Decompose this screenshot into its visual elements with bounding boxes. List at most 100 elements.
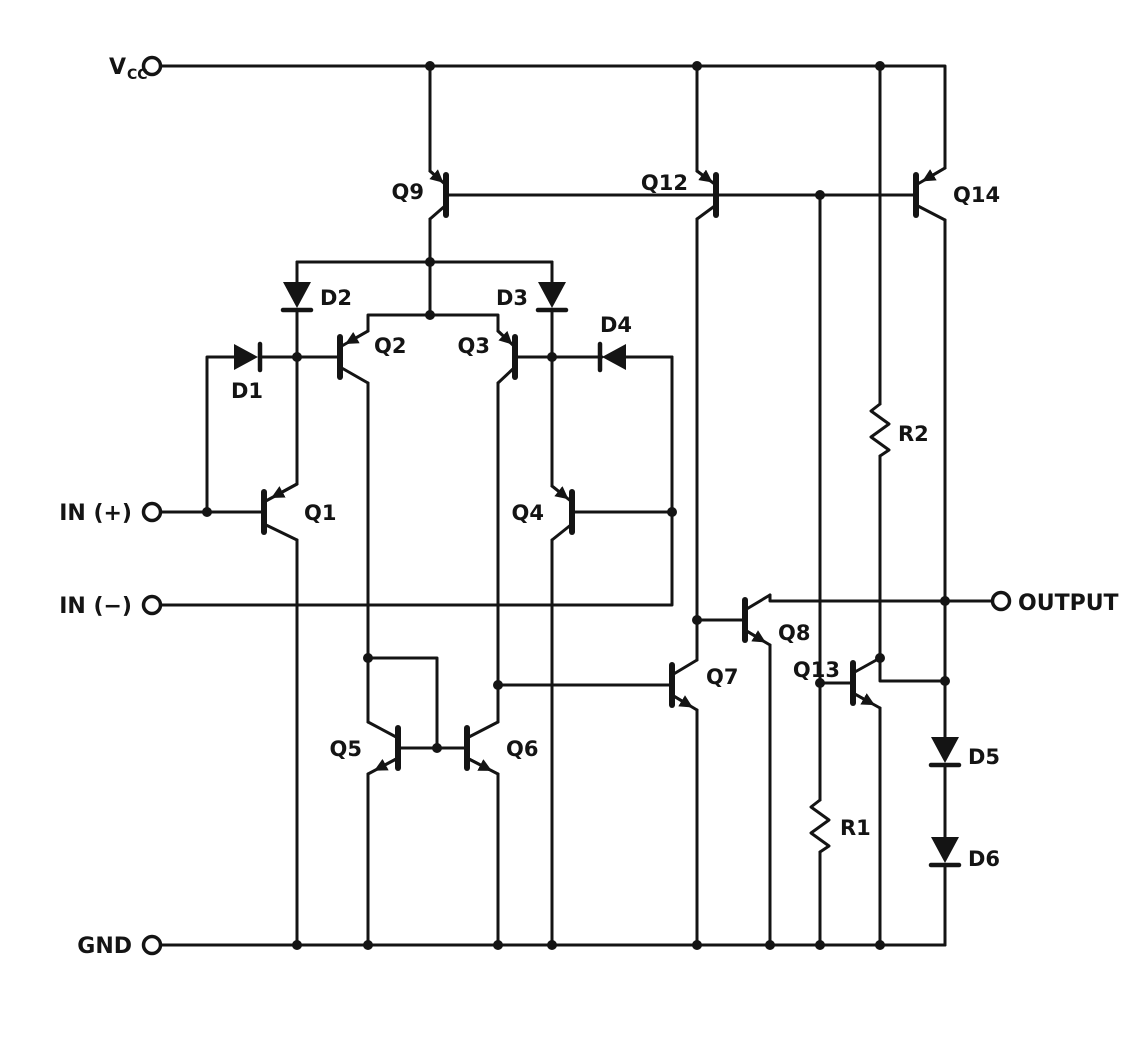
junction-dots: [202, 61, 950, 950]
junction-dot: [815, 190, 825, 200]
q2-collector-vertical: [366, 381, 439, 750]
junction-dot: [940, 676, 950, 686]
resistor-r1: R1: [809, 798, 871, 854]
d5-triangle: [931, 737, 959, 763]
junction-dot: [875, 940, 885, 950]
junction-dot: [425, 61, 435, 71]
junction-dot: [292, 352, 302, 362]
q3-emitter-arrow: [496, 329, 513, 345]
q12-collector: [695, 203, 718, 221]
in-minus-terminal-circle: [141, 594, 163, 616]
node-b-wires: [513, 260, 554, 947]
label-vcc-sub: CC: [127, 67, 148, 83]
junction-dot: [432, 743, 442, 753]
r2-column: [878, 64, 947, 683]
junction-dot: [667, 507, 677, 517]
junction-dot: [815, 940, 825, 950]
r1-zigzag: [809, 798, 831, 854]
terminal-in-plus: IN (+): [59, 501, 163, 526]
label-q4: Q4: [512, 501, 544, 525]
junction-dot: [875, 653, 885, 663]
q2-emitter-arrow: [345, 329, 370, 345]
junction-dot: [692, 61, 702, 71]
q5-collector: [366, 720, 400, 740]
junction-dot: [493, 680, 503, 690]
d2-triangle: [283, 282, 311, 308]
gnd-terminal-circle: [141, 934, 163, 956]
junction-dot: [547, 940, 557, 950]
label-q2: Q2: [374, 334, 406, 358]
junction-dot: [692, 615, 702, 625]
d4-triangle: [602, 344, 626, 370]
diode-d1: D1: [231, 341, 263, 403]
transistor-q5: Q5: [330, 720, 401, 776]
junction-dot: [692, 940, 702, 950]
vcc-rail: [158, 64, 947, 170]
label-q8: Q8: [778, 621, 810, 645]
diode-d4: D4: [597, 313, 632, 373]
q9-emitter-arrow: [428, 169, 444, 183]
terminal-vcc: V CC: [109, 55, 163, 83]
label-q9: Q9: [392, 180, 424, 204]
label-d1: D1: [231, 379, 263, 403]
q14-collector: [914, 203, 947, 222]
d6-triangle: [931, 837, 959, 863]
r2-zigzag: [869, 402, 891, 458]
label-gnd: GND: [77, 934, 132, 959]
q1-collector: [262, 522, 299, 542]
transistor-q9: Q9: [392, 169, 449, 221]
terminal-output: OUTPUT: [990, 590, 1119, 616]
q4-collector: [550, 522, 574, 542]
diode-d3: D3: [496, 282, 569, 313]
diode-d5: D5: [928, 737, 1000, 769]
in-minus-wire: [158, 355, 674, 607]
transistor-q3: Q3: [458, 329, 518, 385]
transistor-q7: Q7: [669, 658, 738, 712]
label-q14: Q14: [953, 183, 1000, 207]
label-r2: R2: [898, 422, 929, 446]
q2-collector: [338, 365, 370, 385]
q7-emitter-arrow: [670, 693, 693, 708]
d3-triangle: [538, 282, 566, 308]
q7-collector: [670, 658, 699, 677]
in-plus-terminal-circle: [141, 501, 163, 523]
vcc-terminal-circle: [141, 55, 163, 77]
junction-dot: [765, 940, 775, 950]
transistor-q6: Q6: [464, 720, 538, 776]
q14-emitter-arrow: [922, 166, 947, 182]
q3-collector: [496, 365, 517, 385]
diode-d6: D6: [928, 837, 1000, 871]
label-q12: Q12: [641, 171, 688, 195]
q1-emitter-arrow: [271, 482, 299, 499]
transistor-q2: Q2: [337, 329, 406, 385]
q13-collector: [851, 656, 882, 675]
q6-emitter-arrow: [465, 756, 492, 771]
terminal-in-minus: IN (−): [59, 594, 163, 619]
junction-dot: [363, 653, 373, 663]
junction-dot: [547, 352, 557, 362]
in-plus-wire: [158, 355, 299, 514]
label-d3: D3: [496, 286, 528, 310]
q12-emitter-arrow: [695, 169, 713, 183]
label-output: OUTPUT: [1018, 591, 1119, 616]
output-terminal-circle: [990, 590, 1012, 612]
q3-collector-vertical: [496, 381, 674, 724]
resistor-r2: R2: [869, 402, 929, 458]
junction-dot: [425, 257, 435, 267]
label-q5: Q5: [330, 737, 362, 761]
wires: [158, 64, 995, 947]
label-vcc: V: [109, 55, 126, 80]
transistor-q8: Q8: [742, 593, 810, 647]
q6-collector: [465, 720, 500, 740]
label-q6: Q6: [506, 737, 538, 761]
q13-emitter-arrow: [851, 691, 875, 706]
junction-dot: [292, 940, 302, 950]
q4-emitter-arrow: [550, 484, 569, 500]
transistor-q14: Q14: [913, 166, 1000, 222]
junction-dot: [202, 507, 212, 517]
transistor-q1: Q1: [261, 482, 336, 542]
label-q13: Q13: [793, 658, 840, 682]
node-a-wires: [295, 260, 342, 947]
q9-collector: [428, 203, 448, 221]
